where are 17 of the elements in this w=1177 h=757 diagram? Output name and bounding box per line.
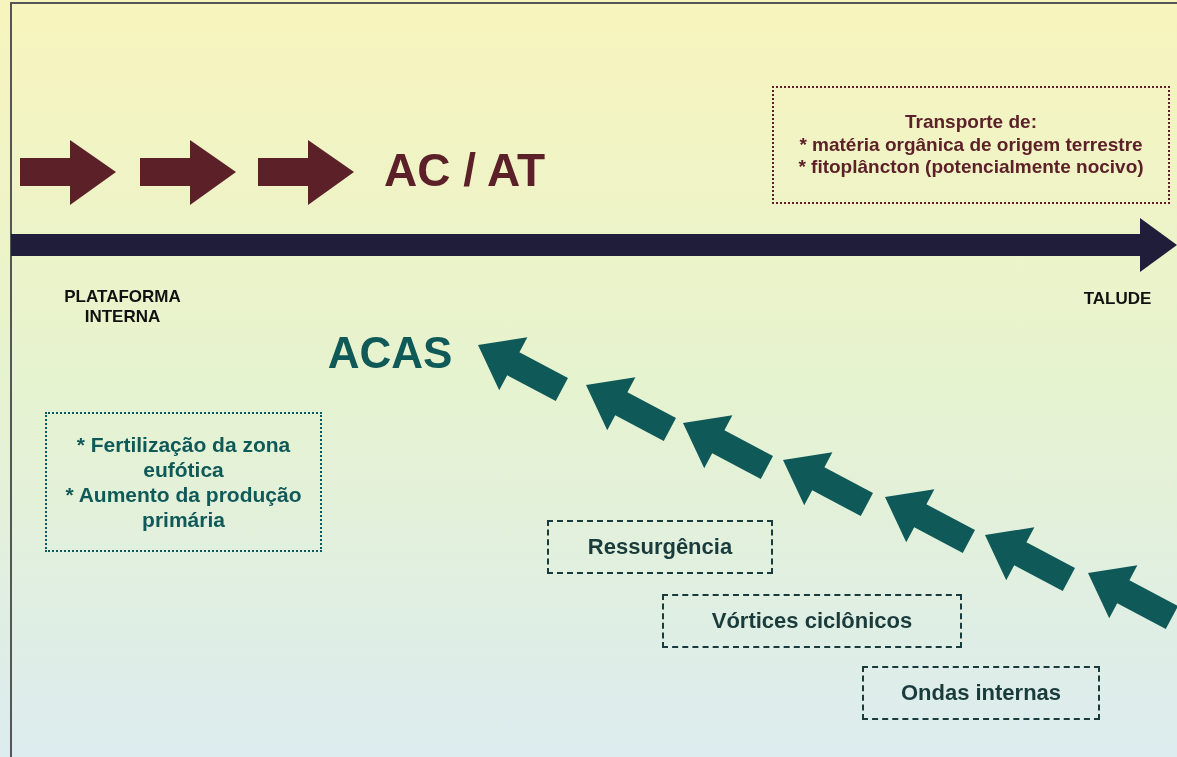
note-box: [45, 412, 322, 552]
region-label: PLATAFORMA INTERNA: [30, 284, 215, 330]
process-box: [662, 594, 962, 648]
note-text: Ondas internas: [900, 679, 1062, 707]
process-box: [547, 520, 773, 574]
water-mass-label: AC / AT: [372, 140, 557, 202]
note-text: Ressurgência: [587, 533, 733, 561]
note-box: [772, 86, 1170, 204]
note-text: * Fertilização da zona eufótica: [75, 431, 292, 482]
process-box: [862, 666, 1100, 720]
water-mass-label: ACAS: [315, 326, 465, 380]
region-label: TALUDE: [1075, 286, 1160, 312]
note-text: * fitoplâncton (potencialmente nocivo): [798, 156, 1144, 180]
note-text: * Aumento da produção primária: [64, 482, 303, 533]
note-text: Vórtices ciclônicos: [711, 607, 913, 635]
note-text: Transporte de:: [905, 110, 1037, 134]
note-text: * matéria orgânica de origem terrestre: [799, 133, 1143, 157]
